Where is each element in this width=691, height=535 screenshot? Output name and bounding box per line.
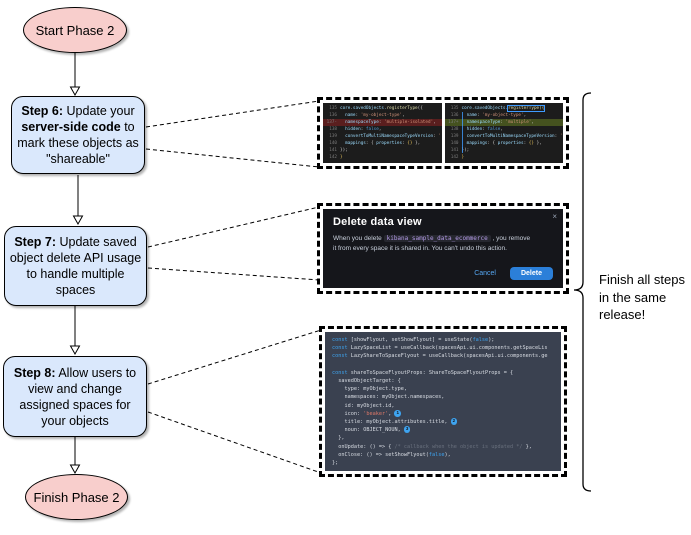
code-line: const LazyShareToSpaceFlyout = useCallba… bbox=[332, 353, 548, 360]
modal-body-post: , you remove it from every space it is s… bbox=[333, 235, 531, 253]
step8-number: Step 8: bbox=[13, 365, 56, 380]
line-number: 140 bbox=[329, 141, 337, 146]
line-number: 139 bbox=[450, 134, 459, 139]
code-line: const LazySpaceList = useCallback(spaces… bbox=[332, 345, 548, 352]
code-line: 141}); bbox=[445, 147, 564, 154]
brace-annotation: Finish all steps in the same release! bbox=[599, 272, 685, 323]
line-number: 138 bbox=[450, 127, 459, 132]
code-line: 140 mappings: { properties: {} }, bbox=[445, 140, 564, 147]
modal-body-text: When you delete kibana_sample_data_ecomm… bbox=[333, 234, 533, 254]
line-number: 142 bbox=[450, 155, 459, 160]
modal-body-pre: When you delete bbox=[333, 235, 384, 242]
code-line: type: myObject.type, bbox=[332, 386, 407, 393]
step7-label: Step 7: Update saved object delete API u… bbox=[7, 234, 144, 298]
indent-guide-line bbox=[461, 112, 463, 153]
code-line: 136 name: 'my-object-type', bbox=[445, 112, 564, 119]
line-number: 142 bbox=[329, 155, 337, 160]
dashed-leader-lines bbox=[145, 100, 322, 474]
curly-brace bbox=[573, 92, 592, 492]
code-line: 138 hidden: false, bbox=[445, 126, 564, 133]
code-line: 136 name: 'my-object-type', bbox=[323, 112, 442, 119]
code-line: 140 mappings: { properties: {} }, bbox=[323, 140, 442, 147]
line-number: 137- bbox=[326, 120, 337, 125]
delete-button[interactable]: Delete bbox=[509, 267, 553, 281]
code-line: 142} bbox=[323, 154, 442, 161]
step6-number: Step 6: bbox=[21, 104, 64, 118]
code-line: id: myObject.id, bbox=[332, 402, 395, 409]
code-line: }, bbox=[332, 435, 345, 442]
line-number: 136 bbox=[329, 113, 337, 118]
line-number: 135 bbox=[329, 106, 337, 111]
modal-title: Delete data view bbox=[333, 216, 422, 228]
delete-data-view-modal: Delete data view × When you delete kiban… bbox=[323, 209, 563, 289]
code-line: noun: OBJECT_NOUN, 3 bbox=[332, 426, 411, 434]
line-number: 140 bbox=[450, 141, 459, 146]
delete-modal-screenshot: Delete data view × When you delete kiban… bbox=[317, 203, 569, 295]
flyout-code-screenshot: const [showFlyout, setShowFlyout] = useS… bbox=[319, 326, 567, 478]
start-node: Start Phase 2 bbox=[23, 7, 127, 53]
code-line: namespaces: myObject.namespaces, bbox=[332, 394, 445, 401]
line-number: 141 bbox=[450, 148, 459, 153]
step8-node: Step 8: Allow users to view and change a… bbox=[3, 356, 147, 437]
code-line: const shareToSpaceFlyoutProps: ShareToSp… bbox=[332, 369, 514, 376]
step6-label: Step 6: Update your server-side code to … bbox=[14, 103, 142, 167]
code-line: 139 convertToMultiNamespaceTypeVersion: … bbox=[445, 133, 564, 140]
line-number: 141 bbox=[329, 148, 337, 153]
line-number: 138 bbox=[329, 127, 337, 132]
step8-label: Step 8: Allow users to view and change a… bbox=[6, 365, 144, 429]
finish-node: Finish Phase 2 bbox=[25, 474, 128, 520]
code-line: 141}); bbox=[323, 147, 442, 154]
line-number: 139 bbox=[329, 134, 337, 139]
code-line bbox=[332, 361, 554, 369]
step7-node: Step 7: Update saved object delete API u… bbox=[4, 226, 147, 306]
step6-text1: Update your bbox=[63, 104, 135, 118]
code-line: savedObjectTarget: { bbox=[332, 378, 401, 385]
finish-label: Finish Phase 2 bbox=[33, 489, 120, 505]
step6-text2: to mark these objects as "shareable" bbox=[17, 120, 139, 166]
code-line: 137- namespaceType: 'multiple-isolated', bbox=[323, 119, 442, 126]
code-line: 139 convertToMultiNamespaceTypeVersion: … bbox=[323, 133, 442, 140]
code-line: title: myObject.attributes.title, 2 bbox=[332, 418, 458, 426]
code-line: 142} bbox=[445, 154, 564, 161]
step7-text: Update saved object delete API usage to … bbox=[9, 235, 142, 297]
modal-actions: Cancel Delete bbox=[333, 262, 553, 281]
line-number: 136 bbox=[450, 113, 459, 118]
step6-node: Step 6: Update your server-side code to … bbox=[11, 96, 145, 174]
start-label: Start Phase 2 bbox=[35, 22, 115, 38]
code-line: onUpdate: () => { /* callback when the o… bbox=[332, 443, 532, 450]
code-line: 137+ namespaceType: 'multiple', bbox=[444, 119, 563, 126]
code-line: icon: 'beaker', 1 bbox=[332, 410, 401, 417]
code-line: 138 hidden: false, bbox=[323, 126, 442, 133]
step6-bold-phrase: server-side code bbox=[21, 120, 121, 134]
data-view-name-badge: kibana_sample_data_ecommerce bbox=[383, 235, 491, 242]
flyout-code-block: const [showFlyout, setShowFlyout] = useS… bbox=[325, 332, 561, 472]
line-number: 135 bbox=[450, 106, 459, 111]
step7-number: Step 7: bbox=[14, 235, 57, 249]
cancel-button[interactable]: Cancel bbox=[474, 270, 496, 278]
close-icon[interactable]: × bbox=[552, 212, 557, 221]
code-line: const [showFlyout, setShowFlyout] = useS… bbox=[332, 337, 495, 343]
step8-text: Allow users to view and change assigned … bbox=[19, 365, 137, 428]
code-line: }; bbox=[332, 460, 339, 467]
line-number: 137+ bbox=[448, 120, 459, 125]
code-line: onClose: () => setShowFlyout(false), bbox=[332, 451, 451, 458]
